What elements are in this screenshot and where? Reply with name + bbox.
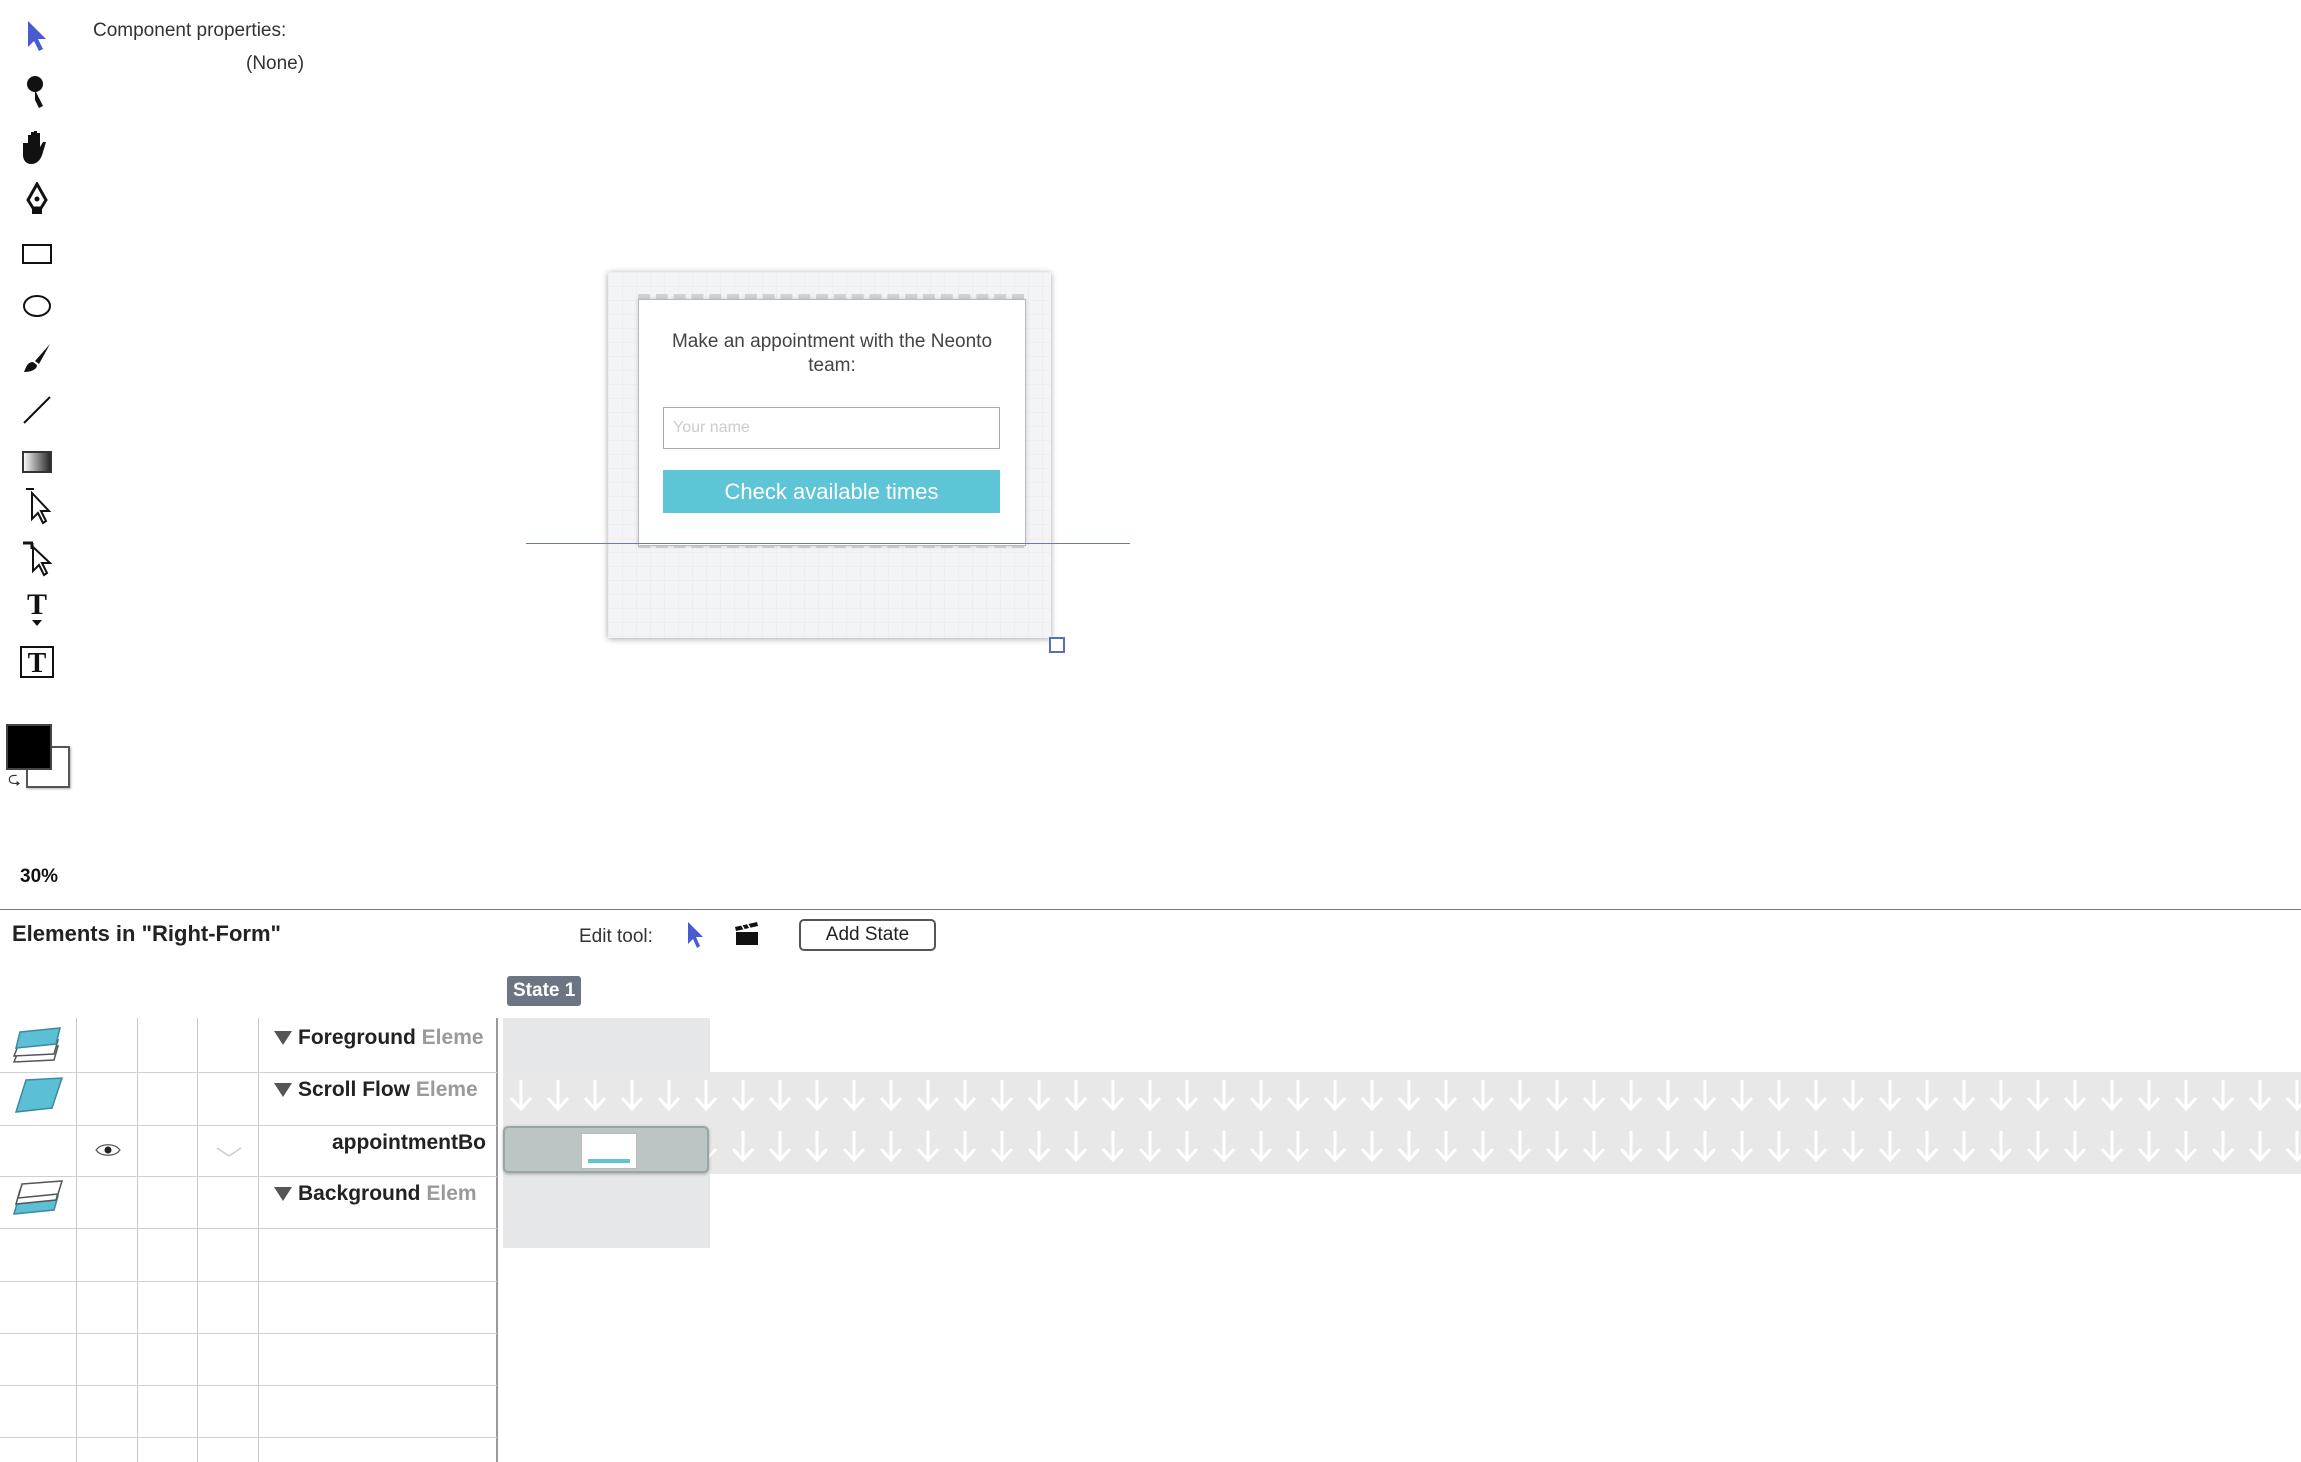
- row-divider: [0, 1125, 497, 1126]
- scroll-arrows: [503, 1072, 2301, 1174]
- column-divider: [137, 1018, 138, 1462]
- expand-triangle-icon[interactable]: [274, 1031, 292, 1045]
- key-icon[interactable]: [14, 70, 60, 114]
- brush-icon[interactable]: [14, 336, 60, 380]
- row-divider: [0, 1437, 497, 1438]
- background-elements-row[interactable]: Background Elem: [274, 1182, 494, 1206]
- edit-tool-label: Edit tool:: [579, 926, 653, 947]
- name-input[interactable]: [663, 407, 1000, 449]
- column-divider: [496, 1018, 498, 1462]
- column-divider: [76, 1018, 77, 1462]
- column-divider: [258, 1018, 259, 1462]
- component-properties-title: Component properties:: [93, 20, 287, 41]
- row-divider: [0, 1333, 497, 1334]
- visibility-eye-icon[interactable]: [94, 1141, 122, 1164]
- pen-nib-icon[interactable]: [14, 178, 60, 222]
- scroll-flow-track: [503, 1072, 2301, 1174]
- clapperboard-icon[interactable]: [733, 921, 761, 952]
- select-arrow-icon[interactable]: [14, 14, 60, 58]
- gradient-icon[interactable]: [14, 440, 60, 484]
- appointment-box-row[interactable]: appointmentBo: [332, 1131, 486, 1154]
- add-state-button[interactable]: Add State: [799, 919, 936, 951]
- check-times-button[interactable]: Check available times: [663, 470, 1000, 513]
- guide-line[interactable]: [526, 543, 1130, 544]
- form-heading: Make an appointment with the Neonto team…: [671, 331, 993, 376]
- text-tool-icon[interactable]: T: [14, 586, 60, 630]
- edit-arrow-icon[interactable]: [684, 920, 708, 955]
- svg-text:T: T: [28, 648, 47, 679]
- row-divider: [0, 1176, 497, 1177]
- foreground-layers-icon: [10, 1024, 66, 1069]
- panel-divider: [0, 909, 2301, 910]
- clip-thumbnail: [581, 1133, 637, 1169]
- column-divider: [197, 1018, 198, 1462]
- state-tab[interactable]: State 1: [507, 976, 582, 1006]
- line-icon[interactable]: [14, 388, 60, 432]
- component-properties-value: (None): [246, 53, 305, 74]
- direct-select-icon[interactable]: [14, 484, 60, 528]
- chevron-down-icon[interactable]: [214, 1145, 244, 1164]
- expand-triangle-icon[interactable]: [274, 1187, 292, 1201]
- zoom-level[interactable]: 30%: [20, 866, 59, 887]
- background-layers-icon: [10, 1180, 66, 1227]
- subselect-icon[interactable]: [14, 536, 60, 580]
- scroll-flow-elements-row[interactable]: Scroll Flow Eleme: [274, 1078, 494, 1102]
- row-divider: [0, 1281, 497, 1282]
- foreground-elements-row[interactable]: Foreground Eleme: [274, 1026, 494, 1050]
- color-swatches[interactable]: ⮎: [6, 724, 70, 788]
- row-divider: [0, 1385, 497, 1386]
- expand-triangle-icon[interactable]: [274, 1083, 292, 1097]
- appointment-box[interactable]: Make an appointment with the Neonto team…: [638, 299, 1026, 546]
- swap-colors-icon[interactable]: ⮎: [8, 771, 21, 788]
- rectangle-icon[interactable]: [14, 232, 60, 276]
- svg-text:T: T: [27, 588, 47, 621]
- ellipse-icon[interactable]: [14, 284, 60, 328]
- elements-panel-title: Elements in "Right-Form": [12, 921, 281, 946]
- scroll-flow-layer-icon: [10, 1076, 66, 1123]
- row-divider: [0, 1072, 497, 1073]
- resize-handle[interactable]: [1049, 637, 1065, 653]
- hand-icon[interactable]: [14, 125, 60, 169]
- tool-palette: T T ⮎ 30%: [0, 0, 75, 910]
- fill-color-swatch[interactable]: [6, 724, 52, 770]
- appointment-clip[interactable]: [503, 1126, 709, 1173]
- text-box-icon[interactable]: T: [14, 640, 60, 684]
- row-divider: [0, 1228, 497, 1229]
